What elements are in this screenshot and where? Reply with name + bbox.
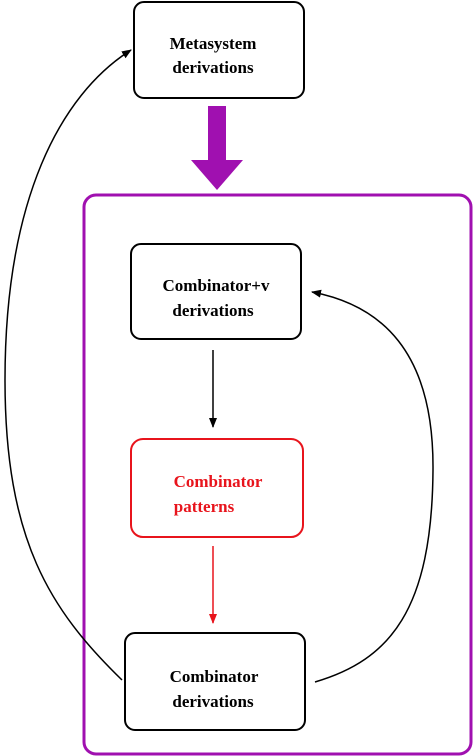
node-metasystem-derivations: Metasystem derivations	[133, 1, 305, 99]
purple-down-arrow	[191, 106, 243, 190]
node-label-line2: derivations	[172, 301, 254, 320]
node-combinator-derivations: Combinator derivations	[124, 632, 306, 731]
system-container	[82, 193, 473, 756]
node-label-line1: Combinator+v	[163, 276, 270, 295]
edge-combinator-to-combinator-v	[311, 289, 434, 683]
node-combinator-v-derivations: Combinator+v derivations	[130, 243, 302, 340]
node-label-line2: patterns	[174, 497, 235, 516]
node-label-line2: derivations	[172, 58, 254, 77]
edge-combinator-to-metasystem	[4, 49, 132, 681]
node-label-line1: Combinator	[170, 667, 259, 686]
node-label-line2: derivations	[172, 692, 254, 711]
node-combinator-patterns: Combinator patterns	[130, 438, 304, 538]
node-label-line1: Metasystem	[170, 34, 257, 53]
node-label-line1: Combinator	[174, 472, 263, 491]
